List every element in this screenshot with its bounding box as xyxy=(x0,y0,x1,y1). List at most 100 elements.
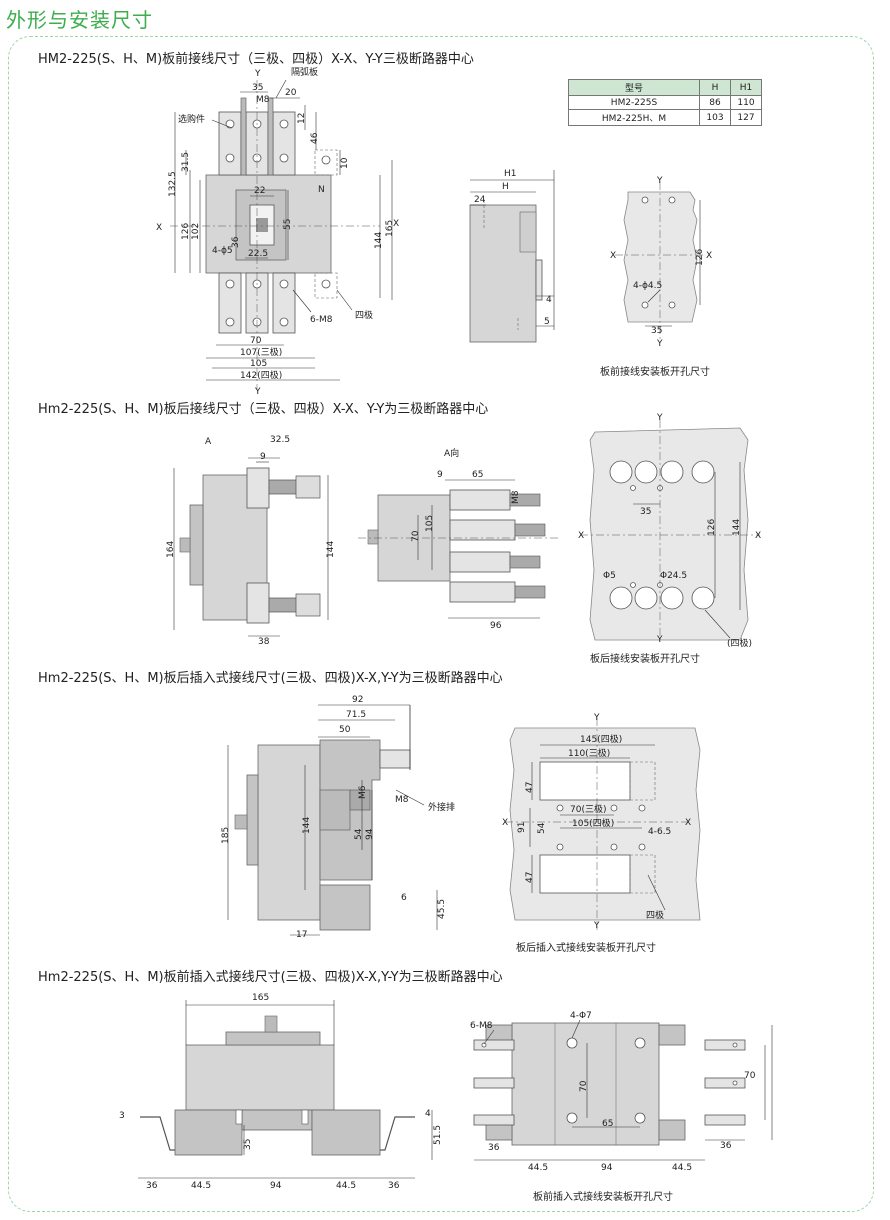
page-title: 外形与安装尺寸 xyxy=(6,8,153,32)
dim-10: 10 xyxy=(340,157,350,169)
label-cutout-x-right: X xyxy=(706,251,712,261)
caption-front-plugin-cutout: 板前插入式接线安装板开孔尺寸 xyxy=(533,1192,673,1203)
rear-wiring-a-view: A向 9 65 M8 105 70 96 xyxy=(358,447,560,631)
label-rear-cutout-x-left: X xyxy=(578,531,584,541)
dim-22.5: 22.5 xyxy=(248,249,268,259)
label-x-left: X xyxy=(156,223,162,233)
caption-rear-plugin-cutout: 板后插入式接线安装板开孔尺寸 xyxy=(516,943,656,954)
dim-132.5: 132.5 xyxy=(168,171,178,197)
rear-plugin-side-view: 92 71.5 50 185 144 M6 54 94 M8 外接排 6 45.… xyxy=(221,695,455,940)
label-phi5: Φ5 xyxy=(603,571,616,581)
label-plugin-m8: M8 xyxy=(395,795,409,805)
dim-35: 35 xyxy=(252,83,263,93)
label-phi24.5: Φ24.5 xyxy=(660,571,687,581)
spec-header-model: 型号 xyxy=(568,79,700,96)
dim-front-70: 70 xyxy=(579,1080,589,1092)
section-title-rear-wiring: Hm2-225(S、H、M)板后接线尺寸（三极、四极）X-X、Y-Y为三极断路器… xyxy=(38,402,489,417)
label-h1: H1 xyxy=(504,169,517,179)
front-wiring-front-view: Y 35 M8 20 隔弧板 选购件 12 46 10 132.5 31.5 X… xyxy=(156,66,399,397)
dim-126: 126 xyxy=(181,223,191,240)
label-plugin-cutout-x-right: X xyxy=(685,818,691,828)
label-arc-plate: 隔弧板 xyxy=(291,66,318,78)
dim-9: 9 xyxy=(260,452,266,462)
dim-47-bottom: 47 xyxy=(525,872,535,883)
dim-105-four-pole: 105(四极) xyxy=(572,817,614,829)
dim-71.5: 71.5 xyxy=(346,710,366,720)
label-4-phi5: 4-ϕ5 xyxy=(212,246,233,256)
label-cutout-y-top: Y xyxy=(656,176,663,186)
label-four-pole: 四极 xyxy=(355,309,373,321)
dim-22: 22 xyxy=(254,186,265,196)
dim-plugin-144: 144 xyxy=(302,817,312,834)
dim-front-36-left: 36 xyxy=(488,1143,500,1153)
dim-185: 185 xyxy=(221,827,231,844)
rear-wiring-side-view: A 32.5 9 164 144 38 xyxy=(166,435,336,647)
dim-cutout-126: 126 xyxy=(695,249,705,266)
section-title-rear-plugin: Hm2-225(S、H、M)板后插入式接线尺寸(三极、四极)X-X,Y-Y为三极… xyxy=(38,671,503,686)
dim-142: 142(四极) xyxy=(240,369,282,381)
dim-rear-144: 144 xyxy=(326,541,336,558)
dim-44.5-right: 44.5 xyxy=(336,1181,356,1191)
dim-rear-cutout-144: 144 xyxy=(732,519,742,536)
dim-164: 164 xyxy=(166,541,176,558)
label-optional: 选购件 xyxy=(178,113,205,125)
dim-cutout-35: 35 xyxy=(651,326,662,336)
dim-107: 107(三极) xyxy=(240,346,282,358)
caption-rear-panel-cutout: 板后接线安装板开孔尺寸 xyxy=(590,654,700,665)
dim-44.5-left: 44.5 xyxy=(191,1181,211,1191)
dim-17: 17 xyxy=(296,930,307,940)
label-cutout-y-bottom: Y xyxy=(656,339,663,349)
dim-31.5: 31.5 xyxy=(181,152,191,172)
dim-front-94: 94 xyxy=(601,1163,613,1173)
label-4-6.5: 4-6.5 xyxy=(648,827,671,837)
spec-cell: 127 xyxy=(730,109,762,126)
dim-front-4: 4 xyxy=(425,1109,431,1119)
dim-rear-cutout-35: 35 xyxy=(640,507,651,517)
dim-64: 65 xyxy=(602,1119,613,1129)
label-four-pole-paren: (四极) xyxy=(727,637,752,649)
label-rear-cutout-x-right: X xyxy=(755,531,761,541)
label-a: A xyxy=(205,437,212,447)
spec-table-header-row: 型号 H H1 xyxy=(568,79,762,96)
dim-plugin-94: 94 xyxy=(365,828,375,840)
table-row: HM2-225S 86 110 xyxy=(568,95,762,110)
dim-47-top: 47 xyxy=(525,782,535,793)
front-plugin-front-view: 6-M8 4-Φ7 70 65 70 36 36 44.5 94 44.5 xyxy=(470,1011,773,1173)
front-wiring-cutout: Y Y X X 126 4-ϕ4.5 35 xyxy=(610,176,712,349)
label-4-phi4.5: 4-ϕ4.5 xyxy=(633,281,662,291)
front-plugin-side-view: 165 3 4 51.5 35 36 44.5 94 44.5 36 xyxy=(119,993,443,1191)
dim-24: 24 xyxy=(474,195,486,205)
label-y-top: Y xyxy=(254,69,261,79)
label-x-right: X xyxy=(393,219,399,229)
label-plugin-cutout-y-top: Y xyxy=(593,713,600,723)
dim-55: 55 xyxy=(283,219,293,230)
dim-50: 50 xyxy=(339,725,351,735)
dim-54: 54 xyxy=(354,828,364,840)
label-external-bar: 外接排 xyxy=(428,801,455,813)
section-title-front-plugin: Hm2-225(S、H、M)板前插入式接线尺寸(三极、四极)X-X,Y-Y为三极… xyxy=(38,970,503,985)
dim-45.5: 45.5 xyxy=(437,899,447,919)
table-row: HM2-225H、M 103 127 xyxy=(568,109,762,126)
dim-36-left: 36 xyxy=(146,1181,158,1191)
front-wiring-side-view: H1 H 24 4 5 xyxy=(469,169,555,343)
dim-91: 91 xyxy=(517,822,527,833)
dim-rear-cutout-126: 126 xyxy=(707,519,717,536)
dim-96: 96 xyxy=(490,621,502,631)
dim-145: 145(四极) xyxy=(580,733,622,745)
dim-front-36-right: 36 xyxy=(720,1141,732,1151)
dim-51.5: 51.5 xyxy=(433,1125,443,1145)
dim-5: 5 xyxy=(544,317,550,327)
dim-front-44.5-right: 44.5 xyxy=(672,1163,692,1173)
label-4-phi7: 4-Φ7 xyxy=(570,1011,592,1021)
spec-header-h1: H1 xyxy=(730,79,762,96)
dim-110: 110(三极) xyxy=(568,747,610,759)
dim-front-44.5-left: 44.5 xyxy=(528,1163,548,1173)
label-cutout-x-left: X xyxy=(610,251,616,261)
spec-header-h: H xyxy=(699,79,731,96)
dim-4: 4 xyxy=(546,295,552,305)
rear-plugin-cutout: Y Y X X 145(四极) 110(三极) 47 47 91 54 70(三… xyxy=(502,713,701,931)
label-front-6-m8: 6-M8 xyxy=(470,1021,493,1031)
label-m6: M6 xyxy=(358,785,368,799)
dim-70-three-pole: 70(三极) xyxy=(570,803,606,815)
